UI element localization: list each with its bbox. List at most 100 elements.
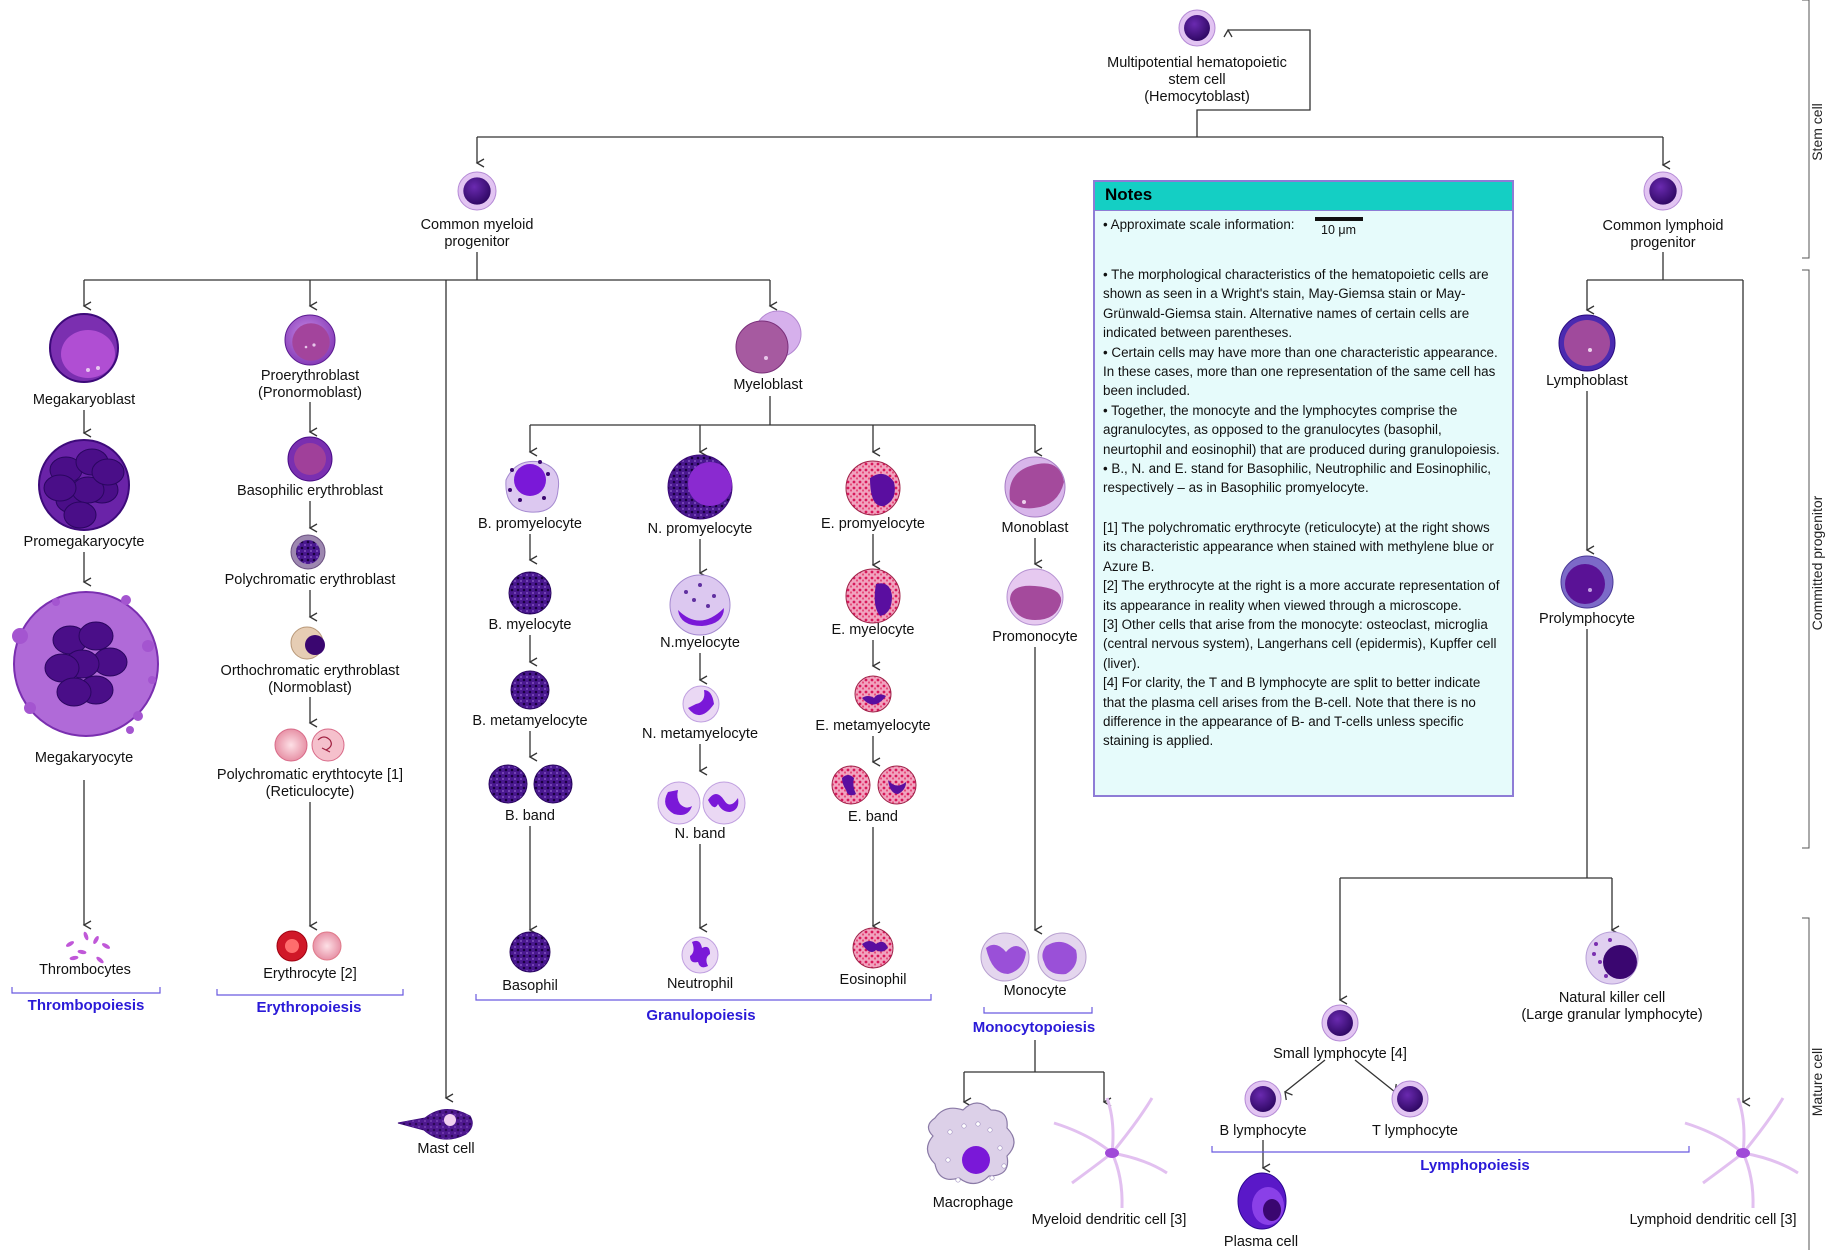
section-labels: Thrombopoiesis Erythropoiesis Granulopoi… bbox=[11, 987, 1690, 1174]
prolymphocyte-label: Prolymphocyte bbox=[1539, 611, 1635, 627]
mature-stage-bracket bbox=[1802, 917, 1810, 1250]
node-labels: Multipotential hematopoietic stem cell (… bbox=[24, 55, 1797, 1250]
b-band-cell-1 bbox=[488, 764, 528, 804]
b-metamyelocyte-label: B. metamyelocyte bbox=[472, 713, 587, 729]
stem-cell-label-3: (Hemocytoblast) bbox=[1144, 89, 1250, 105]
e-promyelocyte-label: E. promyelocyte bbox=[821, 516, 925, 532]
e-band-cell-2 bbox=[877, 765, 917, 805]
myeloblast-cell bbox=[735, 310, 802, 374]
n-band-label: N. band bbox=[675, 826, 726, 842]
n-myelocyte-label: N.myelocyte bbox=[660, 635, 740, 651]
thrombocytes-label: Thrombocytes bbox=[39, 962, 131, 978]
notes-title: Notes bbox=[1095, 182, 1512, 211]
lymphopoiesis-bracket bbox=[1211, 1146, 1690, 1153]
n-metamyelocyte-cell bbox=[682, 685, 720, 723]
polychromatic-erythrocyte-label-1: Polychromatic erythtocyte [1] bbox=[217, 767, 403, 783]
proerythroblast-label-1: Proerythroblast bbox=[261, 368, 359, 384]
mast-cell-label: Mast cell bbox=[417, 1141, 474, 1157]
common-lymphoid-progenitor-cell bbox=[1643, 171, 1683, 211]
b-band-label: B. band bbox=[505, 808, 555, 824]
b-myelocyte-label: B. myelocyte bbox=[489, 617, 572, 633]
eosinophil-cell bbox=[852, 927, 894, 969]
proerythroblast-cell bbox=[284, 314, 336, 366]
orthochromatic-erythroblast-cell bbox=[290, 626, 325, 660]
monocyte-cells bbox=[980, 932, 1087, 982]
note-bullet: • Together, the monocyte and the lymphoc… bbox=[1103, 402, 1500, 457]
plasma-cell-label: Plasma cell bbox=[1224, 1234, 1298, 1250]
megakaryoblast-cell bbox=[49, 313, 119, 383]
footnote: [1] The polychromatic erythrocyte (retic… bbox=[1103, 519, 1494, 574]
to-t-lymph-arrow bbox=[1354, 1059, 1403, 1094]
cell-illustrations bbox=[12, 9, 1799, 1230]
t-lymphocyte-label: T lymphocyte bbox=[1372, 1123, 1458, 1139]
erythropoiesis-label: Erythropoiesis bbox=[256, 999, 361, 1016]
monocytopoiesis-label: Monocytopoiesis bbox=[973, 1019, 1096, 1036]
lymphopoiesis-label: Lymphopoiesis bbox=[1420, 1157, 1529, 1174]
n-myelocyte-cell bbox=[669, 574, 731, 636]
polychromatic-erythroblast-cell bbox=[290, 534, 326, 570]
b-promyelocyte-cell bbox=[505, 460, 560, 513]
scale-text: • Approximate scale information: bbox=[1103, 217, 1295, 232]
monocyte-label: Monocyte bbox=[1004, 983, 1067, 999]
scale-bar-line bbox=[1314, 217, 1363, 221]
stem-stage-bracket bbox=[1802, 0, 1810, 259]
stem-cell-label-1: Multipotential hematopoietic bbox=[1107, 55, 1287, 71]
committed-stage-bracket bbox=[1802, 269, 1810, 849]
polychromatic-erythroblast-label: Polychromatic erythroblast bbox=[225, 572, 396, 588]
orthochromatic-erythroblast-label-1: Orthochromatic erythroblast bbox=[221, 663, 400, 679]
promegakaryocyte-cell bbox=[38, 439, 130, 531]
cmp-label-2: progenitor bbox=[444, 234, 509, 250]
neutrophil-label: Neutrophil bbox=[667, 976, 733, 992]
plasma-cell bbox=[1237, 1172, 1287, 1230]
e-metamyelocyte-cell bbox=[854, 675, 892, 713]
small-lymphocyte-label: Small lymphocyte [4] bbox=[1273, 1046, 1407, 1062]
n-band-cells bbox=[657, 781, 746, 825]
stem-cell-label-2: stem cell bbox=[1168, 72, 1225, 88]
t-lymphocyte-cell bbox=[1391, 1080, 1429, 1118]
macrophage-cell bbox=[926, 1102, 1015, 1185]
granulopoiesis-bracket bbox=[475, 994, 932, 1001]
cmp-label-1: Common myeloid bbox=[421, 217, 534, 233]
note-bullet: • Certain cells may have more than one c… bbox=[1103, 344, 1498, 399]
lymphoid-dendritic-label: Lymphoid dendritic cell [3] bbox=[1629, 1212, 1796, 1228]
myeloid-dendritic-cell bbox=[1053, 1097, 1168, 1209]
committed-stage-label: Committed progenitor bbox=[1809, 495, 1825, 630]
stem-cell bbox=[1178, 9, 1216, 47]
polychromatic-erythrocyte-cells bbox=[274, 728, 345, 762]
mature-stage-label: Mature cell bbox=[1809, 1048, 1825, 1116]
monocytopoiesis-bracket bbox=[983, 1007, 1093, 1014]
n-promyelocyte-cell bbox=[667, 454, 733, 520]
e-myelocyte-cell bbox=[845, 568, 901, 624]
scale-info: • Approximate scale information: 10 μm bbox=[1103, 215, 1504, 265]
basophilic-erythroblast-cell bbox=[287, 436, 333, 482]
thrombopoiesis-bracket bbox=[11, 987, 161, 994]
notes-panel: Notes • Approximate scale information: 1… bbox=[1093, 180, 1514, 797]
thrombopoiesis-label: Thrombopoiesis bbox=[28, 997, 145, 1014]
basophilic-erythroblast-label: Basophilic erythroblast bbox=[237, 483, 383, 499]
mast-cell bbox=[397, 1109, 473, 1140]
macrophage-label: Macrophage bbox=[933, 1195, 1014, 1211]
note-bullet: • B., N. and E. stand for Basophilic, Ne… bbox=[1103, 461, 1492, 496]
erythrocyte-cells bbox=[276, 930, 342, 962]
stage-labels: Stem cell Committed progenitor Mature ce… bbox=[1802, 0, 1825, 1250]
e-promyelocyte-cell bbox=[845, 460, 901, 516]
promonocyte-label: Promonocyte bbox=[992, 629, 1077, 645]
erythropoiesis-bracket bbox=[216, 989, 404, 996]
scale-bar: 10 μm bbox=[1314, 217, 1363, 240]
stem-stage-label: Stem cell bbox=[1809, 103, 1825, 161]
eosinophil-label: Eosinophil bbox=[840, 972, 907, 988]
b-metamyelocyte-cell bbox=[510, 670, 550, 710]
b-band-cell-2 bbox=[533, 764, 573, 804]
clp-label-2: progenitor bbox=[1630, 235, 1695, 251]
b-lymphocyte-cell bbox=[1244, 1080, 1282, 1118]
common-myeloid-progenitor-cell bbox=[457, 171, 497, 211]
lymphoblast-cell bbox=[1558, 314, 1616, 372]
b-lymphocyte-label: B lymphocyte bbox=[1219, 1123, 1306, 1139]
e-myelocyte-label: E. myelocyte bbox=[832, 622, 915, 638]
myeloblast-label: Myeloblast bbox=[733, 377, 802, 393]
lymphoblast-label: Lymphoblast bbox=[1546, 373, 1628, 389]
erythrocyte-label: Erythrocyte [2] bbox=[263, 966, 356, 982]
thrombocytes-cell bbox=[65, 931, 111, 964]
small-lymphocyte-cell bbox=[1321, 1004, 1359, 1042]
lymphoid-dendritic-cell bbox=[1684, 1097, 1799, 1209]
